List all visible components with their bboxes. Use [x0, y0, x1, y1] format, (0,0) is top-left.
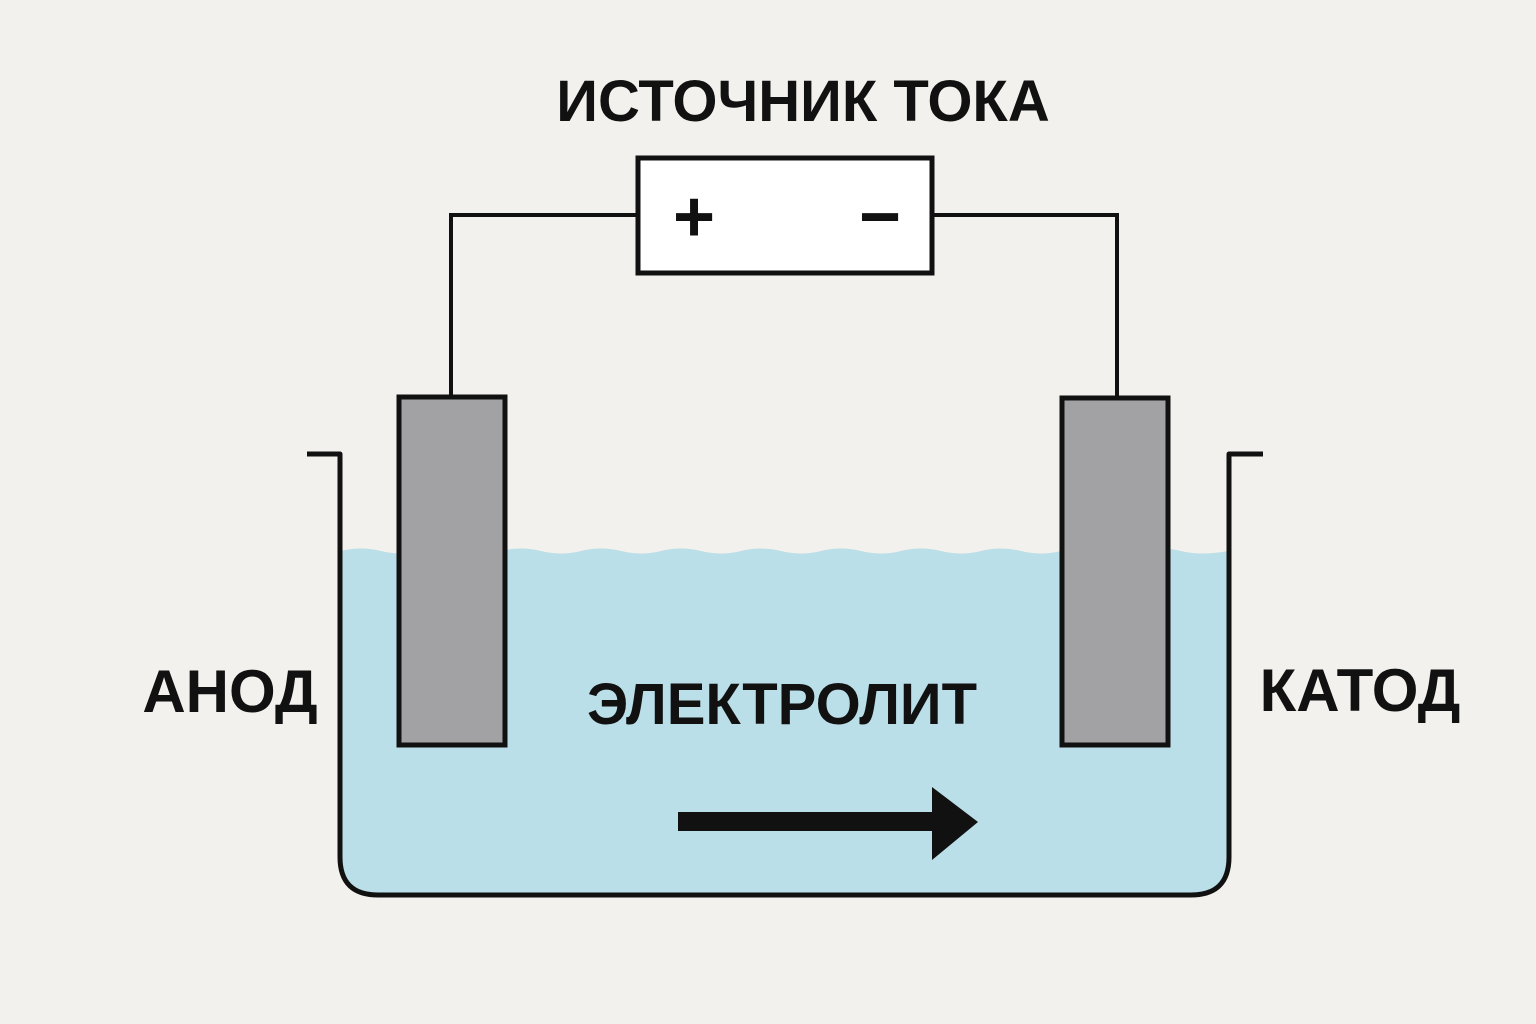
cathode-label: КАТОД: [1260, 657, 1461, 724]
anode-electrode: [396, 394, 508, 748]
cathode-electrode: [1059, 395, 1171, 748]
wire-anode: [449, 213, 640, 397]
electrolyte-label: ЭЛЕКТРОЛИТ: [587, 672, 977, 737]
battery-body: [635, 155, 935, 276]
arrow-right-icon: [678, 787, 978, 860]
electrolysis-container: [307, 451, 1263, 898]
anode-label: АНОД: [142, 658, 317, 725]
power-source: + −: [635, 155, 935, 276]
positive-terminal-symbol: +: [673, 177, 715, 257]
wire-cathode: [932, 213, 1119, 398]
power-source-title: ИСТОЧНИК ТОКА: [556, 69, 1049, 134]
electrolyte-liquid: [341, 548, 1228, 894]
negative-terminal-symbol: −: [859, 177, 901, 257]
